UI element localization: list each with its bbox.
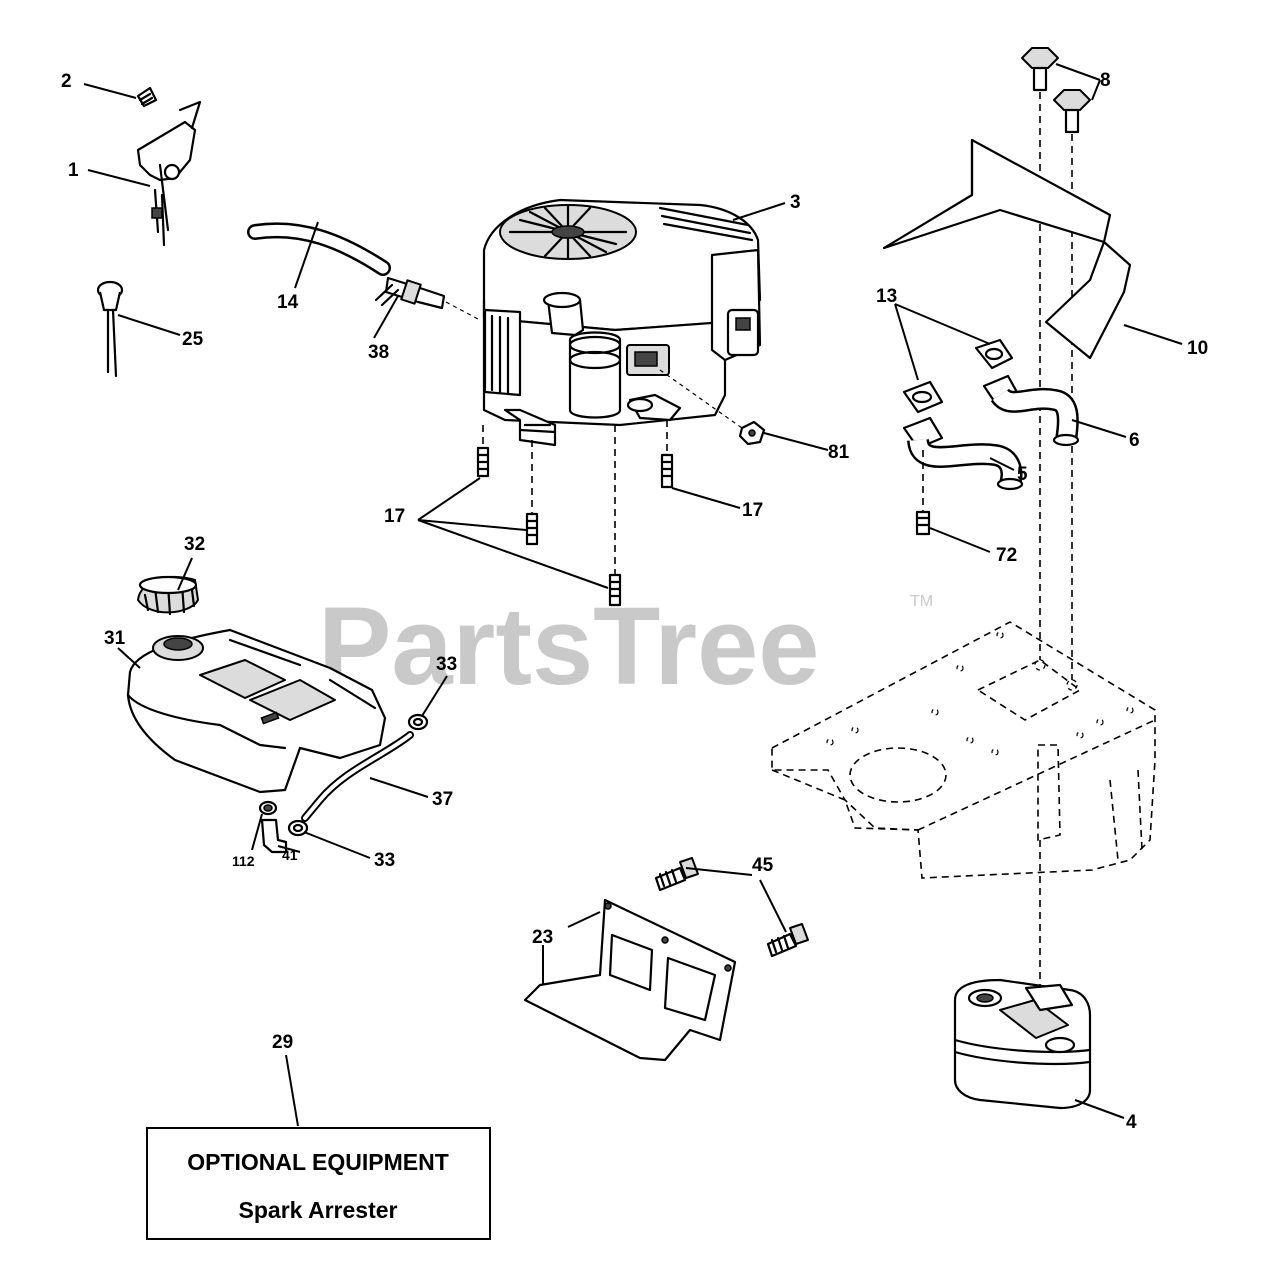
watermark-tm: TM <box>910 593 933 610</box>
bolt-dashes <box>482 420 668 575</box>
part-exhaust-pipe-6 <box>982 374 1080 447</box>
callout-72: 72 <box>996 545 1017 566</box>
part-fuel-filter-38 <box>374 276 446 310</box>
part-fitting-41 <box>260 818 288 854</box>
callout-6: 6 <box>1129 430 1140 451</box>
part-bracket-23 <box>523 898 737 1062</box>
callout-2: 2 <box>61 71 72 92</box>
part-throttle-control <box>136 100 202 247</box>
callout-38: 38 <box>368 342 389 363</box>
callout-112: 112 <box>232 853 255 869</box>
callout-13: 13 <box>876 286 897 307</box>
callout-81: 81 <box>828 442 850 463</box>
part-screws-45 <box>654 857 809 958</box>
part-nut-81 <box>738 420 766 446</box>
nut-81-dash <box>659 369 743 429</box>
frame-outline <box>771 621 1156 879</box>
callout-3: 3 <box>790 192 801 213</box>
watermark-text: PartsTree <box>318 585 819 708</box>
part-gaskets-13 <box>902 338 1014 414</box>
callout-1: 1 <box>68 160 79 181</box>
callout-45: 45 <box>752 855 774 876</box>
callout-33-bottom: 33 <box>374 850 395 871</box>
part-fuel-tank-31 <box>126 628 387 794</box>
callout-5: 5 <box>1017 464 1028 485</box>
optional-equipment-item: Spark Arrester <box>239 1197 398 1223</box>
watermark: PartsTree TM <box>318 585 933 708</box>
callout-37: 37 <box>432 789 453 810</box>
part-muffler-4 <box>953 978 1092 1110</box>
part-fuel-cap-32 <box>137 575 199 616</box>
callout-32: 32 <box>184 534 205 555</box>
callout-10: 10 <box>1187 338 1208 359</box>
part-screws-8 <box>1021 47 1091 134</box>
part-fuel-line-14 <box>247 222 391 276</box>
part-bolts-17 <box>476 446 674 607</box>
callout-41: 41 <box>282 847 298 863</box>
leader-lines <box>83 63 1183 1127</box>
part-heat-shield-10 <box>882 138 1132 360</box>
optional-equipment-title: OPTIONAL EQUIPMENT <box>187 1149 449 1175</box>
callout-numbers: 2 1 14 38 25 3 8 10 13 6 5 81 72 17 17 3… <box>61 70 1208 1133</box>
callout-17-right: 17 <box>742 500 763 521</box>
callout-29: 29 <box>272 1032 293 1053</box>
part-bolt-72 <box>915 510 931 536</box>
callout-33-top: 33 <box>436 654 457 675</box>
part-screw-2 <box>136 86 158 108</box>
callout-4: 4 <box>1126 1112 1137 1133</box>
callout-23: 23 <box>532 927 553 948</box>
part-clamp-33-top <box>407 713 429 731</box>
part-dipstick-25 <box>96 280 124 378</box>
callout-14: 14 <box>277 292 299 313</box>
callout-17-left: 17 <box>384 506 405 527</box>
callout-31: 31 <box>104 628 126 649</box>
callout-8: 8 <box>1100 70 1111 91</box>
fuel-line-dash <box>445 301 481 321</box>
part-exhaust-pipe-5 <box>902 416 1024 491</box>
optional-equipment-box: OPTIONAL EQUIPMENT Spark Arrester <box>146 1127 491 1240</box>
part-engine-3 <box>482 198 762 447</box>
part-bushing-112 <box>258 800 278 816</box>
part-clamp-33-bottom <box>287 819 309 837</box>
part-fuel-hose-37 <box>301 731 414 822</box>
callout-25: 25 <box>182 329 204 350</box>
